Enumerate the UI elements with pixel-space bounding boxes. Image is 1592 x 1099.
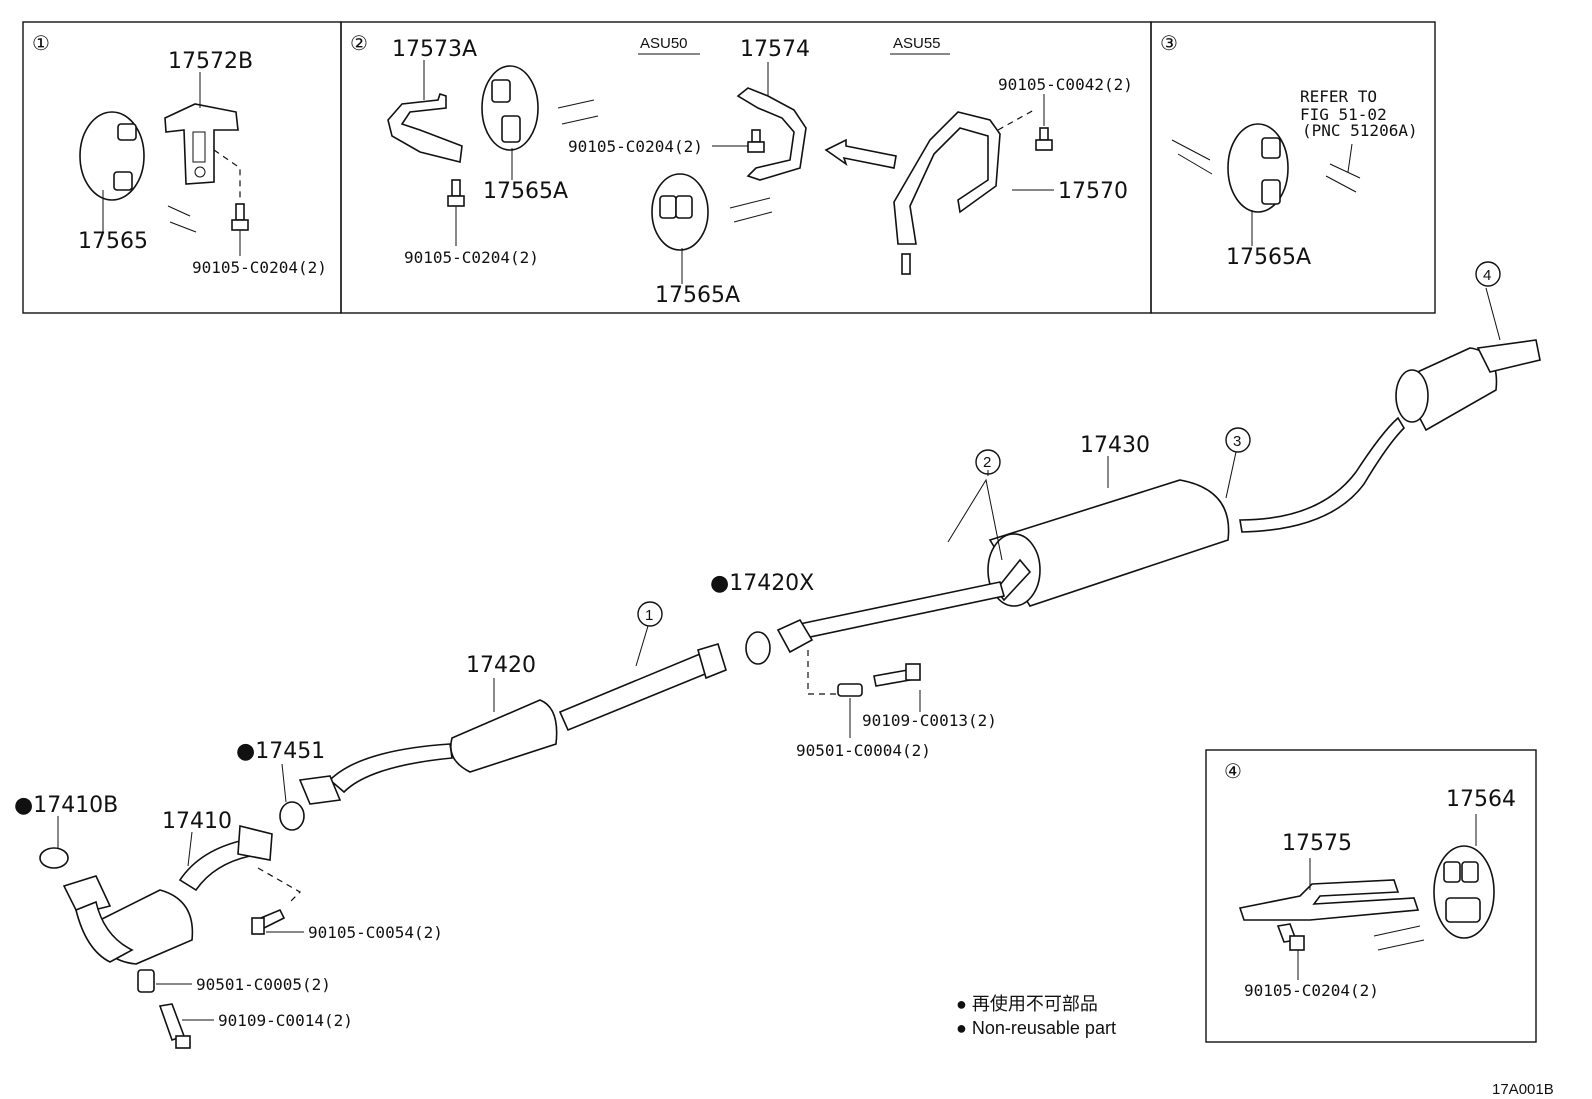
label-spring-c0005: 90501-C0005(2) [196, 975, 331, 994]
front-pipe-17410 [62, 824, 273, 965]
svg-text:1: 1 [645, 607, 653, 624]
refer-line-2: FIG 51-02 [1300, 105, 1387, 124]
svg-text:2: 2 [983, 454, 991, 471]
label-spring-c0004: 90501-C0004(2) [796, 741, 931, 760]
figure-code: 17A001B [1492, 1081, 1554, 1098]
rubber-hanger-17565A [481, 65, 539, 151]
label-17570: 17570 [1058, 179, 1128, 204]
spring-icon [837, 683, 863, 697]
center-pipe-17420 [298, 643, 727, 805]
bracket-17573A [387, 92, 463, 163]
label-17565: 17565 [78, 229, 148, 254]
gasket-17420X [745, 631, 771, 665]
bolt-icon [1035, 127, 1053, 151]
panel-3-marker: ③ [1160, 33, 1178, 55]
panel-4-marker: ④ [1224, 761, 1242, 783]
bolt-icon [1276, 923, 1305, 951]
refer-line-3: (PNC 51206A) [1302, 121, 1418, 140]
detail-panel-3 [1150, 21, 1436, 314]
bracket-17570 [893, 111, 1001, 245]
panel-1-marker: ① [32, 33, 50, 55]
label-17410: 17410 [162, 809, 232, 834]
legend-line-2: ● Non-reusable part [956, 1018, 1116, 1038]
bracket-17575 [1238, 879, 1420, 921]
bolt-icon [158, 1003, 191, 1049]
gasket-17451 [279, 801, 305, 831]
label-17410B: ●17410B [14, 793, 118, 818]
panel-1-content: ① 17572B 17565 90105-C0204(2) [32, 33, 327, 277]
intermediate-pipe [776, 581, 1006, 654]
bracket-17574 [736, 87, 807, 181]
detail-panel-4 [1205, 749, 1537, 1043]
label-17574: 17574 [740, 37, 810, 62]
bolt-icon [251, 908, 286, 935]
bracket-17572B [164, 103, 239, 185]
bolt-icon [447, 179, 465, 207]
legend-line-1: ● 再使用不可部品 [956, 994, 1098, 1014]
label-17573A: 17573A [392, 37, 477, 62]
refer-line-1: REFER TO [1300, 87, 1377, 106]
spring-icon [137, 969, 155, 993]
callout-3: 3 [1225, 427, 1251, 453]
variant-asu55: ASU55 [893, 35, 941, 52]
bolt-icon [901, 253, 911, 275]
label-bolt-c0054: 90105-C0054(2) [308, 923, 443, 942]
variant-asu50: ASU50 [640, 35, 688, 52]
rubber-hanger-17564 [1433, 845, 1495, 939]
panel-2-content: ② 17573A ASU50 17574 ASU55 90105-C0042(2… [350, 33, 1133, 308]
svg-text:3: 3 [1233, 433, 1241, 450]
label-bolt-p4: 90105-C0204(2) [1244, 981, 1379, 1000]
label-17420: 17420 [466, 653, 536, 678]
label-bolt-p2a: 90105-C0204(2) [404, 248, 539, 267]
rubber-hanger-17565A-lower [651, 173, 709, 251]
label-bolt-p2b: 90105-C0204(2) [568, 137, 703, 156]
main-muffler-17430 [987, 479, 1230, 607]
callout-1: 1 [637, 601, 663, 627]
label-17575: 17575 [1282, 831, 1352, 856]
gasket-17410B [39, 847, 69, 869]
tail-muffler [1239, 339, 1541, 533]
label-17430: 17430 [1080, 433, 1150, 458]
label-17572B: 17572B [168, 49, 253, 74]
rubber-hanger-17565 [79, 111, 145, 201]
label-bolt-p1: 90105-C0204(2) [192, 258, 327, 277]
rubber-hanger-17565A-p3 [1227, 123, 1289, 213]
label-bolt-c0013: 90109-C0013(2) [862, 711, 997, 730]
label-bolt-c0014: 90109-C0014(2) [218, 1011, 353, 1030]
callout-4: 4 [1475, 261, 1501, 287]
label-17565A-a: 17565A [483, 179, 568, 204]
bolt-icon [747, 129, 765, 153]
label-17451: ●17451 [236, 739, 325, 764]
panel-3-content: ③ REFER TO FIG 51-02 (PNC 51206A) 17565A [1160, 33, 1418, 270]
label-17564: 17564 [1446, 787, 1516, 812]
arrow-icon [824, 138, 897, 169]
label-17565A-p3: 17565A [1226, 245, 1311, 270]
bolt-icon [231, 203, 249, 231]
label-17420X: ●17420X [710, 571, 814, 596]
bolt-icon [873, 663, 921, 687]
svg-text:4: 4 [1483, 267, 1491, 284]
panel-2-marker: ② [350, 33, 368, 55]
label-bolt-c0042: 90105-C0042(2) [998, 75, 1133, 94]
panel-4-content: ④ 17564 17575 90105-C0204(2) [1224, 761, 1516, 1000]
detail-panel-2 [340, 21, 1152, 314]
callout-2: ② 2 [975, 449, 1001, 475]
legend: ● 再使用不可部品 ● Non-reusable part [956, 994, 1116, 1038]
label-17565A-b: 17565A [655, 283, 740, 308]
